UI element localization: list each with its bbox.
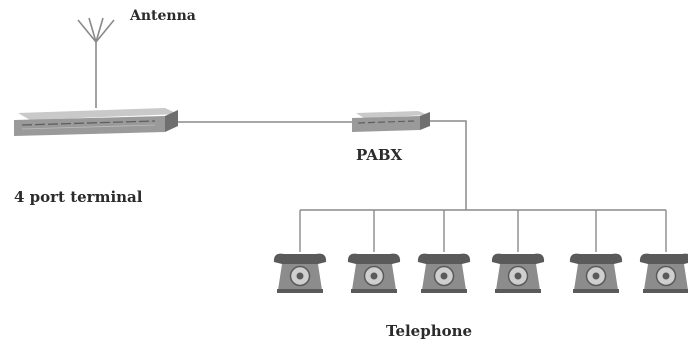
telephone-icon [491, 210, 545, 293]
pabx-device [352, 111, 430, 132]
four-port-terminal-device [14, 108, 178, 136]
telephone-group [273, 210, 688, 293]
telephone-icon [417, 210, 471, 293]
telephone-icon [569, 210, 623, 293]
pabx-label: PABX [356, 146, 403, 164]
pabx-bus-link [430, 120, 467, 210]
telephone-icon [639, 210, 688, 293]
antenna-icon [77, 17, 115, 108]
telephone-icon [273, 210, 327, 293]
telephone-label: Telephone [386, 322, 473, 340]
telephone-icon [347, 210, 401, 293]
antenna-label: Antenna [130, 8, 196, 24]
terminal-label: 4 port terminal [14, 188, 143, 206]
